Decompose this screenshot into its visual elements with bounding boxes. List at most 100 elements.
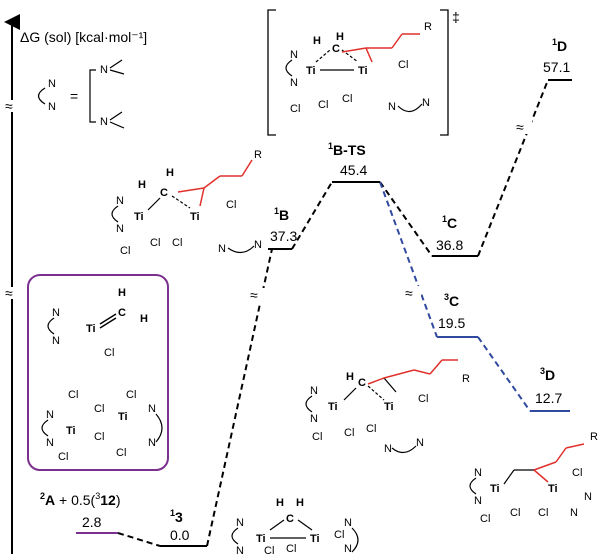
state-label-A: 2A + 0.5(312) 2.8: [40, 491, 121, 530]
state-label-1C: 1C 36.8: [436, 214, 463, 253]
molecule-1BTS: N N Ti Ti C H H Cl Cl Cl Cl N N R: [285, 21, 432, 115]
connector-breaks: ≈ ≈ ≈: [248, 119, 532, 303]
connector-1C-1D: [477, 79, 549, 257]
svg-text:C: C: [286, 513, 294, 525]
svg-text:N: N: [116, 195, 124, 207]
svg-text:Cl: Cl: [344, 427, 354, 439]
svg-text:Cl: Cl: [334, 529, 344, 541]
axis-break-mark-1: ≈: [5, 98, 13, 114]
axis-break-mark-2: ≈: [5, 285, 13, 301]
svg-text:Cl: Cl: [318, 99, 328, 111]
axis-break-gap-2: [4, 287, 20, 299]
svg-text:H: H: [140, 313, 148, 325]
svg-text:N: N: [290, 77, 298, 89]
svg-text:Cl: Cl: [538, 507, 548, 519]
svg-text:N: N: [46, 409, 54, 421]
svg-text:Cl: Cl: [510, 507, 520, 519]
svg-text:N: N: [416, 437, 424, 449]
svg-text:N: N: [290, 49, 298, 61]
svg-text:R: R: [424, 21, 432, 33]
svg-text:Cl: Cl: [68, 389, 78, 401]
svg-text:N: N: [474, 495, 482, 507]
svg-text:Cl: Cl: [342, 93, 352, 105]
svg-text:C: C: [332, 43, 340, 55]
svg-text:Cl: Cl: [150, 237, 160, 249]
svg-text:N: N: [388, 101, 396, 113]
energy-axis: ≈ ≈: [4, 14, 20, 554]
state-label-1B: 1B 37.3: [270, 206, 297, 244]
value-3D: 12.7: [535, 390, 562, 406]
ts-double-dagger: ‡: [452, 9, 460, 25]
svg-text:Cl: Cl: [572, 467, 582, 479]
state-label-1D: 1D 57.1: [543, 37, 570, 75]
svg-text:N: N: [570, 507, 578, 519]
svg-text:N: N: [52, 335, 60, 347]
svg-text:Ti: Ti: [548, 483, 558, 495]
svg-text:Cl: Cl: [126, 389, 136, 401]
svg-text:N: N: [218, 243, 226, 255]
value-1C: 36.8: [436, 237, 463, 253]
svg-text:R: R: [462, 373, 470, 385]
svg-text:N: N: [344, 517, 352, 529]
svg-text:Cl: Cl: [172, 237, 182, 249]
svg-text:Ti: Ti: [358, 65, 368, 77]
svg-text:Ti: Ti: [490, 483, 500, 495]
svg-text:≈: ≈: [516, 119, 524, 135]
svg-text:N: N: [100, 64, 108, 76]
svg-text:2A + 0.5(312): 2A + 0.5(312): [40, 491, 121, 508]
state-label-3C: 3C 19.5: [438, 292, 465, 331]
svg-text:Cl: Cl: [398, 59, 408, 71]
svg-text:N: N: [254, 239, 262, 251]
svg-text:C: C: [160, 187, 168, 199]
svg-text:N: N: [148, 403, 156, 415]
axis-label: ΔG (sol) [kcal·mol⁻¹]: [20, 29, 147, 45]
svg-text:C: C: [118, 307, 126, 319]
svg-text:Cl: Cl: [94, 403, 104, 415]
reactant-box: N N Ti C H H Cl N N Ti Ti Cl Cl Cl Cl Cl…: [27, 274, 169, 471]
svg-text:Cl: Cl: [286, 543, 296, 554]
svg-text:Ti: Ti: [134, 211, 144, 223]
svg-text:Ti: Ti: [86, 323, 96, 335]
svg-text:H: H: [118, 287, 126, 299]
svg-text:Cl: Cl: [104, 347, 114, 359]
svg-text:Ti: Ti: [310, 533, 320, 545]
connector-1B-1BTS: [291, 181, 333, 250]
svg-text:Cl: Cl: [58, 451, 68, 463]
svg-text:1C: 1C: [442, 214, 457, 231]
svg-text:3D: 3D: [540, 366, 555, 383]
svg-text:N: N: [310, 385, 318, 397]
svg-text:Ti: Ti: [66, 425, 76, 437]
molecule-13: N N Ti Ti C H H Cl Cl Cl N N: [231, 497, 359, 554]
svg-text:1B: 1B: [274, 206, 289, 223]
svg-text:N: N: [344, 543, 352, 554]
svg-text:H: H: [276, 497, 284, 509]
energy-levels: [76, 79, 572, 547]
molecule-3D: N N Ti Ti Cl Cl Cl Cl N N R: [469, 431, 598, 525]
svg-text:Cl: Cl: [116, 447, 126, 459]
molecule-1C: N N Ti Ti C H Cl Cl Cl Cl N N R: [305, 359, 470, 455]
svg-text:Cl: Cl: [120, 245, 130, 257]
svg-text:N: N: [236, 517, 244, 529]
svg-text:Cl: Cl: [480, 513, 490, 525]
svg-text:13: 13: [170, 508, 183, 525]
svg-text:≈: ≈: [250, 287, 258, 303]
svg-text:N: N: [422, 97, 430, 109]
reactant-box-frame: [27, 274, 169, 471]
svg-text:N: N: [584, 491, 592, 503]
state-label-1BTS: 1B-TS 45.4: [328, 141, 367, 178]
svg-text:N: N: [100, 116, 108, 128]
ts-structure-bracket: ‡: [267, 9, 460, 136]
svg-text:Ti: Ti: [118, 411, 128, 423]
state-label-13: 13 0.0: [170, 508, 190, 543]
svg-text:Cl: Cl: [290, 103, 300, 115]
value-13: 0.0: [170, 527, 190, 543]
svg-text:Cl: Cl: [418, 393, 428, 405]
legend-equals: =: [70, 88, 78, 104]
svg-text:Ti: Ti: [328, 401, 338, 413]
svg-text:H: H: [166, 167, 174, 179]
svg-text:N: N: [48, 78, 56, 90]
connector-1BTS-1C: [379, 181, 433, 257]
svg-text:Cl: Cl: [366, 423, 376, 435]
svg-text:H: H: [138, 179, 146, 191]
